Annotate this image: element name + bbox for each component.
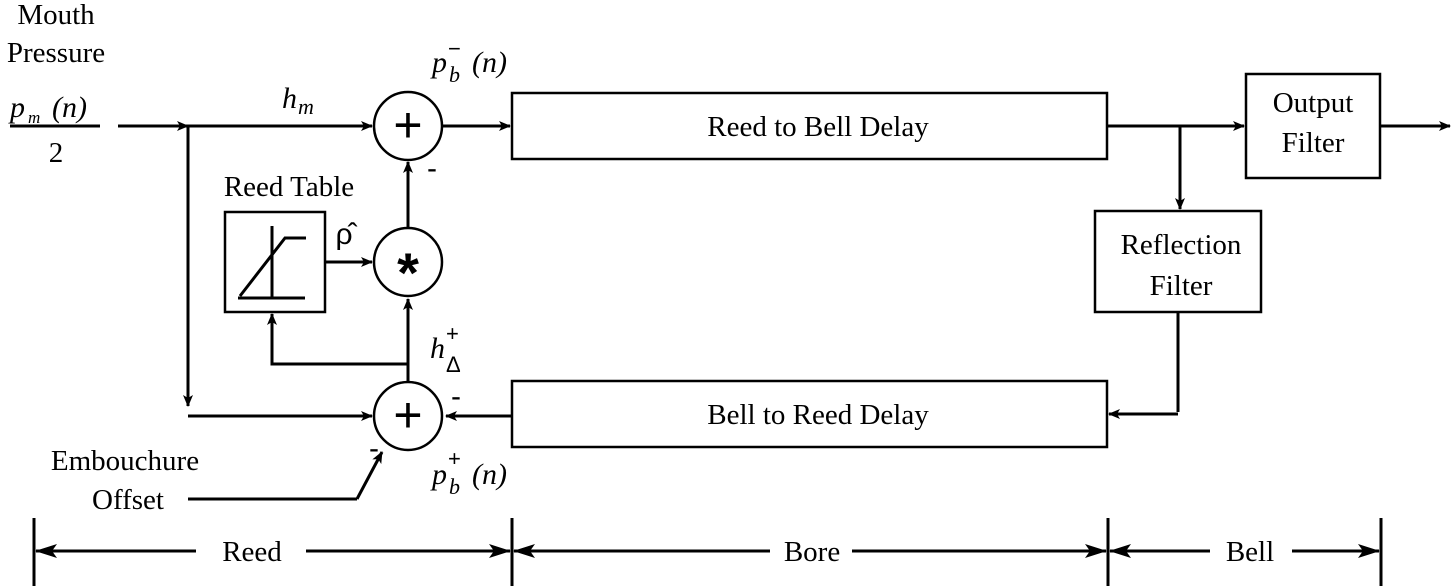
bell-section-label: Bell bbox=[1226, 536, 1274, 568]
output-filter-label-line1: Output bbox=[1273, 87, 1354, 119]
multiplier-star: * bbox=[397, 241, 419, 304]
reed-to-bell-delay-label: Reed to Bell Delay bbox=[707, 111, 929, 143]
embouchure-label-line2: Offset bbox=[92, 484, 164, 516]
reflection-filter-label-line2: Filter bbox=[1150, 270, 1213, 302]
output-filter-label-line2: Filter bbox=[1282, 127, 1345, 159]
pb-plus-label: p + b (n) bbox=[430, 446, 507, 499]
output-filter-block bbox=[1244, 72, 1382, 180]
mouth-pressure-label-line2: Pressure bbox=[7, 37, 105, 69]
bottom-sum-plus: + bbox=[393, 387, 422, 443]
hdelta-to-reed-table-arrow bbox=[267, 313, 408, 366]
hm-subscript: m bbox=[298, 94, 314, 119]
bore-section-label: Bore bbox=[784, 536, 840, 568]
pb-plus-subscript: b bbox=[449, 474, 460, 499]
pb-minus-superscript: − bbox=[448, 36, 461, 61]
pb-plus-arg: (n) bbox=[472, 458, 507, 491]
hm-label: h m bbox=[282, 82, 314, 119]
pb-plus-p: p bbox=[430, 458, 447, 491]
reed-table-graph-curve bbox=[238, 236, 306, 297]
pb-minus-label: p − b (n) bbox=[430, 36, 507, 87]
pb-plus-superscript: + bbox=[448, 446, 461, 471]
reed-table-label: Reed Table bbox=[224, 171, 354, 203]
pb-minus-arg: (n) bbox=[472, 46, 507, 79]
pm-numerator-subscript: m bbox=[28, 108, 40, 127]
top-sum-minus-sign: - bbox=[427, 152, 437, 185]
mouth-pressure-fraction: p m (n) 2 bbox=[8, 91, 100, 169]
pm-numerator-arg: (n) bbox=[52, 91, 87, 124]
hdelta-superscript: + bbox=[446, 321, 459, 346]
bottom-sum-minus-left: - bbox=[369, 432, 379, 465]
pm-numerator-p: p bbox=[8, 91, 25, 124]
bell-to-reed-delay-label: Bell to Reed Delay bbox=[707, 399, 929, 431]
hdelta-subscript: Δ bbox=[446, 352, 461, 377]
hdelta-h: h bbox=[430, 332, 445, 365]
rho-hat-label: ρ̂ bbox=[335, 218, 357, 251]
embouchure-arrow bbox=[355, 451, 384, 500]
pb-minus-subscript: b bbox=[449, 62, 460, 87]
bottom-sum-minus-right: - bbox=[451, 380, 461, 413]
mouth-pressure-label-line1: Mouth bbox=[17, 0, 95, 31]
pm-denominator: 2 bbox=[49, 137, 64, 169]
hm-h: h bbox=[282, 82, 297, 115]
embouchure-label-line1: Embouchure bbox=[51, 445, 199, 477]
hdelta-label: h + Δ bbox=[430, 321, 461, 377]
bell-to-reed-delay-block bbox=[510, 379, 1109, 449]
reed-section-label: Reed bbox=[222, 536, 282, 568]
pb-minus-p: p bbox=[430, 46, 447, 79]
top-sum-plus: + bbox=[393, 97, 422, 153]
reflection-filter-label-line1: Reflection bbox=[1121, 229, 1242, 261]
